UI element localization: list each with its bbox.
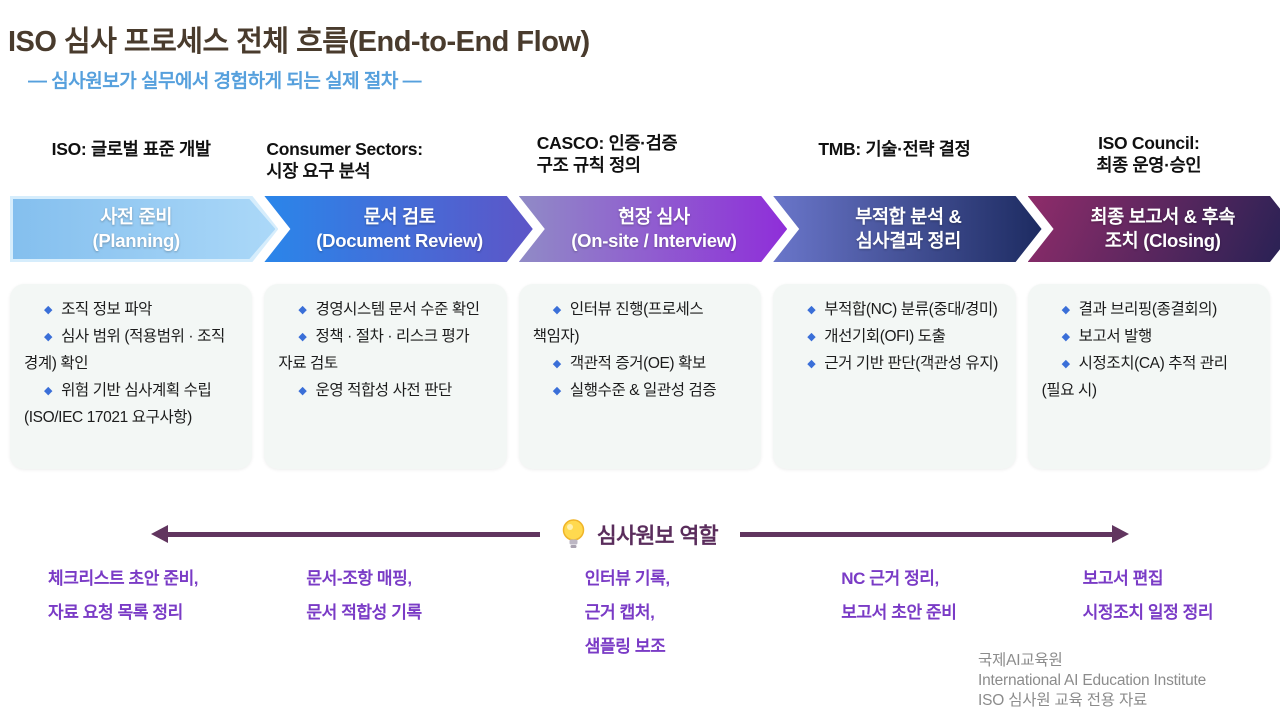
card-item: ◆경영시스템 문서 수준 확인 [278,297,492,324]
stage-column-document-review: Consumer Sectors: 시장 요구 분석 문서 검토 (Docume… [264,130,506,469]
org-line: TMB: 기술·전략 결정 [818,139,971,159]
card-item: ◆정책 · 절차 · 리스크 평가 자료 검토 [278,327,470,372]
arrow-label-line1: 부적합 분석 & [855,206,962,228]
stage-grid: ISO: 글로벌 표준 개발 사전 준비 (Planning) ◆조직 정보 파… [10,130,1270,469]
stage-org-label: ISO Council: 최종 운영·승인 [1028,130,1270,188]
arrow-label-line2: (Document Review) [316,230,483,251]
stage-org-label: CASCO: 인증·검증 구조 규칙 정의 [519,130,761,188]
card-item: ◆실행수준 & 일관성 검증 [533,378,747,405]
card-item: ◆운영 적합성 사전 판단 [278,378,492,405]
role-note: 보고서 초안 준비 [841,603,957,622]
stage-card: ◆조직 정보 파악 ◆심사 범위 (적용범위 · 조직 경계) 확인 ◆위험 기… [10,284,253,469]
diamond-bullet-icon: ◆ [552,357,561,370]
card-item: ◆개선기회(OFI) 도출 [787,324,1001,351]
diamond-bullet-icon: ◆ [552,304,561,316]
card-item: ◆부적합(NC) 분류(중대/경미) [787,297,1001,324]
card-item: ◆결과 브리핑(종결회의) [1042,297,1256,324]
roles-title: 심사원보 역할 [596,523,719,548]
diamond-bullet-icon: ◆ [44,384,53,397]
diamond-bullet-icon: ◆ [298,384,307,397]
diamond-bullet-icon: ◆ [44,304,53,316]
arrow-label-line1: 현장 심사 [618,206,690,228]
card-item: ◆인터뷰 진행(프로세스 책임자) [532,301,704,345]
stage-card: ◆부적합(NC) 분류(중대/경미) ◆개선기회(OFI) 도출 ◆근거 기반 … [773,284,1016,469]
stage-arrow-planning: 사전 준비 (Planning) [10,196,278,262]
diamond-bullet-icon: ◆ [298,304,307,316]
role-notes-nc-analysis: NC 근거 정리, 보고서 초안 준비 [773,562,1015,664]
stage-arrow-closing: 최종 보고서 & 후속 조치 (Closing) [1028,196,1280,262]
stage-column-nc-analysis: TMB: 기술·전략 결정 부적합 분석 & 심사결과 정리 ◆부적합(NC) … [773,130,1015,469]
arrow-label-line2: 조치 (Closing) [1104,230,1221,251]
card-item: ◆시정조치(CA) 추적 관리(필요 시) [1041,354,1228,399]
diamond-bullet-icon: ◆ [807,357,816,370]
diamond-bullet-icon: ◆ [298,330,307,343]
page-title: ISO 심사 프로세스 전체 흐름(End-to-End Flow) [8,26,590,58]
card-item: ◆객관적 증거(OE) 확보 [533,351,747,378]
arrow-label-line1: 문서 검토 [363,206,436,228]
card-item: ◆조직 정보 파악 [24,297,238,324]
right-arrow [740,524,1130,543]
diamond-bullet-icon: ◆ [807,304,816,316]
arrow-label-line2: 심사결과 정리 [855,230,961,251]
role-note: 시정조치 일정 정리 [1082,603,1214,622]
role-note: 자료 요청 목록 정리 [48,603,183,622]
org-line: ISO: 글로벌 표준 개발 [51,139,211,159]
org-line: CASCO: 인증·검증 [536,133,678,153]
footer-credits: 국제AI교육원 International AI Education Insti… [978,651,1206,711]
org-line: 구조 규칙 정의 [536,155,641,176]
stage-org-label: ISO: 글로벌 표준 개발 [10,130,252,188]
footer-line: International AI Education Institute [978,672,1207,690]
stage-column-onsite-audit: CASCO: 인증·검증 구조 규칙 정의 현장 심사 (On-site / I… [518,130,762,469]
stage-column-planning: ISO: 글로벌 표준 개발 사전 준비 (Planning) ◆조직 정보 파… [10,130,252,469]
arrow-label-line2: (Planning) [92,230,180,251]
footer-line: 국제AI교육원 [978,652,1063,669]
lightbulb-icon [562,519,585,548]
arrow-label-line1: 사전 준비 [100,206,173,228]
role-notes-closing: 보고서 편집 시정조치 일정 정리 [1028,562,1270,664]
stage-card: ◆결과 브리핑(종결회의) ◆보고서 발행 ◆시정조치(CA) 추적 관리(필요… [1027,284,1270,469]
role-note: 보고서 편집 [1082,569,1164,588]
role-note: 문서 적합성 기록 [306,603,422,622]
roles-band: 심사원보 역할 [0,512,1280,556]
stage-org-label: Consumer Sectors: 시장 요구 분석 [264,130,506,188]
diamond-bullet-icon: ◆ [1061,304,1070,316]
card-item: ◆심사 범위 (적용범위 · 조직 경계) 확인 [24,327,225,372]
diamond-bullet-icon: ◆ [1061,330,1070,343]
card-item: ◆보고서 발행 [1042,324,1256,351]
card-item: ◆위험 기반 심사계획 수립(ISO/IEC 17021 요구사항) [24,381,212,426]
left-arrow [150,524,540,543]
org-line: Consumer Sectors: [266,139,423,159]
org-line: ISO Council: [1098,133,1200,153]
role-note: 인터뷰 기록, [584,569,670,588]
org-line: 시장 요구 분석 [266,161,371,182]
role-note: 샘플링 보조 [584,637,666,656]
stage-arrow-nc-analysis: 부적합 분석 & 심사결과 정리 [773,196,1041,262]
org-line: 최종 운영·승인 [1096,155,1202,176]
card-item: ◆근거 기반 판단(객관성 유지) [787,351,1001,378]
diamond-bullet-icon: ◆ [44,330,53,343]
diamond-bullet-icon: ◆ [552,384,561,397]
page-subtitle: — 심사원보가 실무에서 경험하게 되는 실제 절차 — [28,71,422,92]
stage-card: ◆인터뷰 진행(프로세스 책임자) ◆객관적 증거(OE) 확보 ◆실행수준 &… [518,284,762,469]
diamond-bullet-icon: ◆ [807,330,816,343]
stage-column-closing: ISO Council: 최종 운영·승인 최종 보고서 & 후속 조치 (Cl… [1027,130,1270,469]
arrow-label-line2: (On-site / Interview) [571,230,737,251]
stage-card: ◆경영시스템 문서 수준 확인 ◆정책 · 절차 · 리스크 평가 자료 검토 … [264,284,507,469]
role-note: 문서-조항 매핑, [306,569,412,588]
stage-org-label: TMB: 기술·전략 결정 [773,130,1015,188]
role-notes-document-review: 문서-조항 매핑, 문서 적합성 기록 [264,562,506,664]
stage-arrow-onsite-audit: 현장 심사 (On-site / Interview) [519,196,787,262]
role-notes-onsite-audit: 인터뷰 기록, 근거 캡처, 샘플링 보조 [519,562,761,664]
role-note: 체크리스트 초안 준비, [48,569,199,588]
role-note: 근거 캡처, [584,603,655,622]
role-notes-planning: 체크리스트 초안 준비, 자료 요청 목록 정리 [10,562,252,664]
roles-grid: 체크리스트 초안 준비, 자료 요청 목록 정리 문서-조항 매핑, 문서 적합… [10,562,1270,664]
footer-line: ISO 심사원 교육 전용 자료 [978,692,1148,710]
diamond-bullet-icon: ◆ [1061,357,1070,370]
stage-arrow-document-review: 문서 검토 (Document Review) [264,196,532,262]
arrow-label-line1: 최종 보고서 & 후속 [1090,206,1236,228]
role-note: NC 근거 정리, [841,569,939,588]
